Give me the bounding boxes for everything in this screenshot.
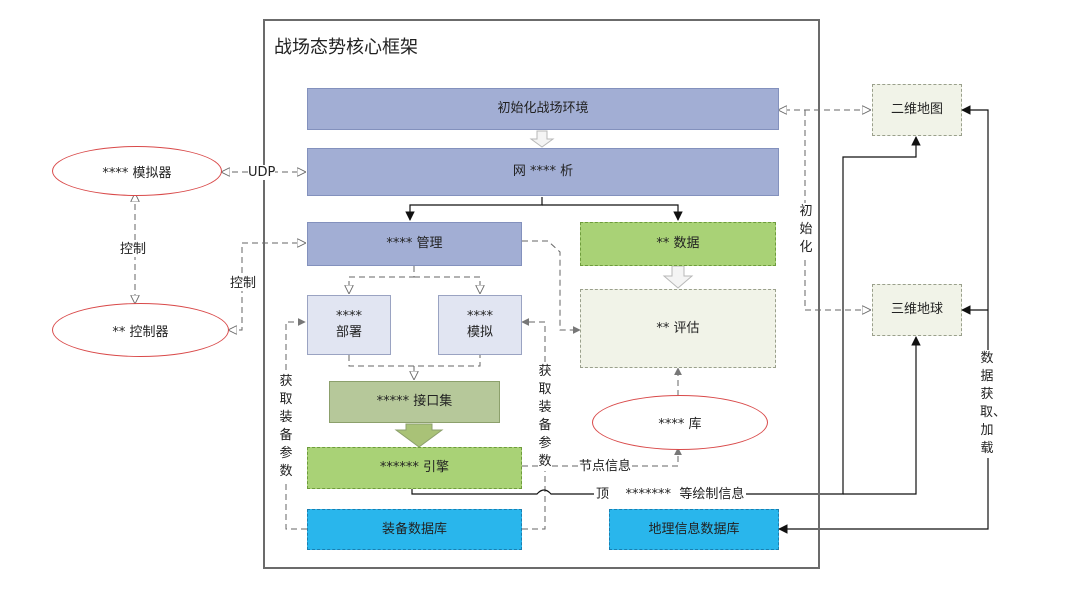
hollow-arrow-init-to-net (529, 130, 555, 148)
net-analysis-box: 网 **** 析 (307, 148, 779, 196)
map-2d-box: 二维地图 (872, 84, 962, 136)
data-box: ** 数据 (580, 222, 776, 266)
engine-box: ****** 引擎 (307, 447, 522, 489)
core-framework-frame (263, 19, 820, 569)
frame-title: 战场态势核心框架 (274, 37, 418, 58)
vertex-info-label: 顶 ******* 等绘制信息 (594, 487, 747, 502)
node-info-label: 节点信息 (579, 459, 632, 474)
line-net-split (405, 197, 543, 221)
simulate-stars: **** (467, 309, 493, 324)
simulate-box: **** 模拟 (438, 295, 522, 355)
get-params-right-label: 获取装备参数 (538, 363, 552, 471)
assessment-box: ** 评估 (580, 289, 776, 368)
line-deploy-sim-to-interface (348, 355, 481, 379)
library-ellipse: **** 库 (592, 395, 768, 450)
deploy-box: **** 部署 (307, 295, 391, 355)
vertex-stars: ******* (625, 487, 672, 502)
line-data-load (778, 105, 989, 534)
initialize-label: 初始化 (799, 203, 813, 257)
control-left-label: 控制 (120, 242, 147, 257)
geo-db-box: 地理信息数据库 (609, 509, 779, 550)
management-box: **** 管理 (307, 222, 522, 266)
controller-ellipse: ** 控制器 (52, 303, 229, 357)
line-net-to-data (542, 204, 683, 221)
equipment-db-box: 装备数据库 (307, 509, 522, 550)
init-env-box: 初始化战场环境 (307, 88, 779, 130)
vertex-suffix: 等绘制信息 (679, 487, 745, 502)
vertex-prefix: 顶 (596, 487, 610, 502)
line-mgmt-to-assess (522, 240, 581, 334)
line-getparams-right (521, 318, 546, 530)
simulate-label: 模拟 (466, 325, 493, 340)
simulator-ellipse: **** 模拟器 (52, 146, 222, 196)
interface-set-box: ***** 接口集 (329, 381, 500, 423)
line-mgmt-split (349, 266, 415, 293)
deploy-stars: **** (336, 309, 362, 324)
line-vertex-to-globe (843, 336, 921, 495)
hollow-arrow-data-to-assess (662, 265, 694, 289)
line-node-info (522, 447, 682, 467)
deploy-label: 部署 (335, 325, 362, 340)
globe-3d-box: 三维地球 (872, 284, 962, 336)
udp-label: UDP (248, 165, 276, 180)
green-arrow-interface-to-engine (394, 423, 444, 448)
data-load-label: 数据获取、加载 (980, 350, 1007, 458)
line-mgmt-to-sim (414, 276, 480, 293)
line-controller-mgmt (229, 243, 305, 330)
control-mid-label: 控制 (230, 276, 257, 291)
get-params-left-label: 获取装备参数 (279, 373, 293, 481)
